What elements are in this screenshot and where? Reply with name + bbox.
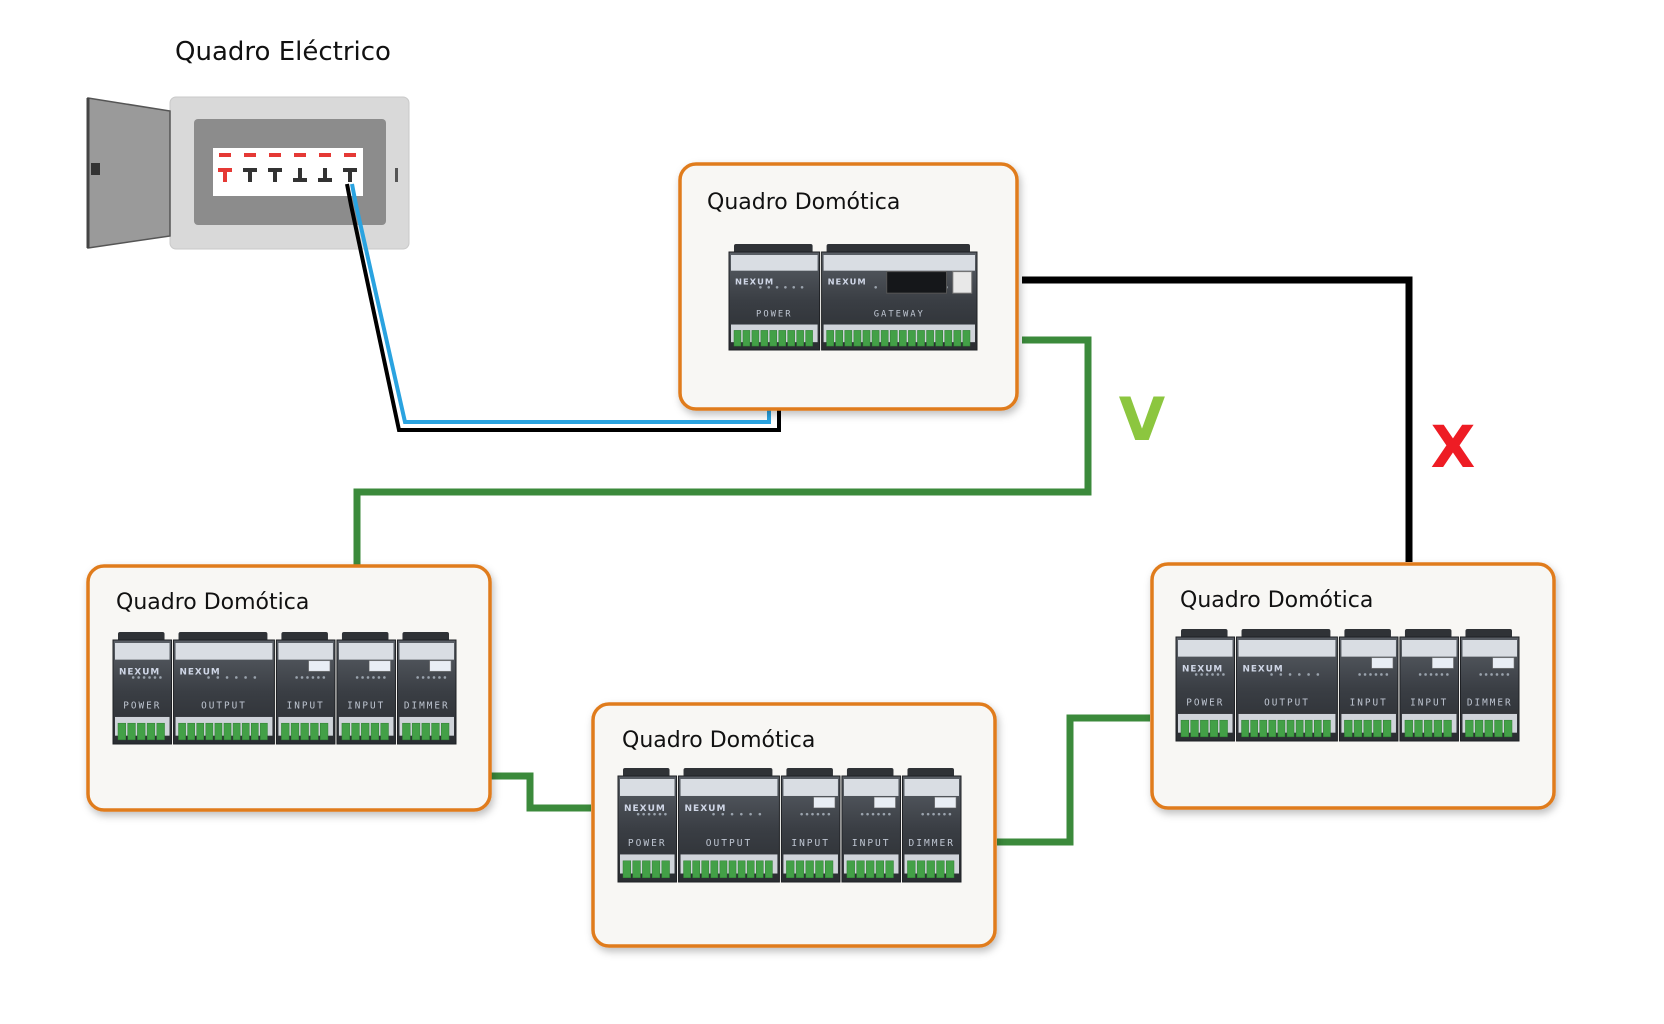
panel-title: Quadro Domótica [622,728,815,753]
module-input: INPUT [275,632,336,745]
module-label: OUTPUT [201,701,247,712]
breaker-handle-icon [218,168,232,182]
module-label: INPUT [791,838,830,849]
panel-title: Quadro Domótica [1180,588,1373,613]
bus-wire-black [1022,276,1413,562]
module-label: DIMMER [909,838,955,849]
module-label: INPUT [852,838,891,849]
breaker-rail [213,148,363,196]
module-gateway: NEXUM GATEWAY [821,244,978,351]
module-power: NEXUM POWER [112,632,173,745]
module-output: NEXUM OUTPUT [678,768,780,883]
module-label: POWER [123,701,161,712]
module-label: DIMMER [404,701,450,712]
module-dimmer: DIMMER [1459,629,1520,742]
bus-wire-green-top [353,336,1092,567]
module-input: INPUT [780,768,841,883]
module-label: INPUT [1410,698,1448,709]
breaker-row [218,153,357,182]
module-dimmer: DIMMER [396,632,457,745]
brand-logo: NEXUM [1243,664,1284,674]
domotica-panel-gateway: Quadro Domótica NEXUM POWER NEXUM GATEWAY [678,162,1019,411]
electrical-panel: Quadro Eléctrico [86,37,410,250]
module-output: NEXUM OUTPUT [173,632,275,745]
module-label: POWER [756,310,793,320]
breaker-handle-icon [343,168,357,182]
bus-wire-green-left [490,772,591,812]
device-rail: NEXUM POWER NEXUM GATEWAY [728,244,978,351]
module-label: INPUT [287,701,325,712]
module-label: POWER [628,838,667,849]
domotica-panel-right: Quadro Domótica NEXUM POWER NEXUM OUTPUT INP… [1150,562,1556,810]
brand-logo: NEXUM [1182,664,1223,674]
module-label: INPUT [1350,698,1388,709]
module-power: NEXUM POWER [728,244,821,351]
breaker-handle-icon [293,168,307,182]
module-label: OUTPUT [706,838,752,849]
module-dimmer: DIMMER [901,768,962,883]
module-power: NEXUM POWER [1175,629,1236,742]
domotica-panel-left: Quadro Domótica NEXUM POWER NEXUM OUTPUT INP… [86,564,492,812]
device-rail: NEXUM POWER NEXUM OUTPUT INPUT INPUT DIMMER [617,768,962,883]
brand-logo: NEXUM [735,276,774,286]
device-rail: NEXUM POWER NEXUM OUTPUT INPUT INPUT DIMMER [112,632,457,745]
panel-title: Quadro Domótica [707,190,900,215]
panel-title: Quadro Domótica [116,590,309,615]
correct-check-mark: V [1119,385,1166,455]
module-label: POWER [1186,698,1224,709]
panel-door [87,97,171,249]
brand-logo: NEXUM [828,276,867,286]
module-input: INPUT [336,632,396,745]
wires [345,183,1413,846]
electrical-panel-title: Quadro Eléctrico [175,37,391,67]
module-input: INPUT [1338,629,1399,742]
module-input: INPUT [841,768,901,883]
bus-wire-green-right [997,714,1150,846]
module-label: DIMMER [1467,698,1513,709]
module-label: INPUT [347,701,385,712]
module-input: INPUT [1399,629,1459,742]
module-output: NEXUM OUTPUT [1236,629,1338,742]
module-label: GATEWAY [874,310,925,320]
breaker-handle-icon [243,168,257,182]
brand-logo: NEXUM [180,667,221,677]
brand-logo: NEXUM [119,667,160,677]
module-power: NEXUM POWER [617,768,678,883]
breaker-handle-icon [268,168,282,182]
wrong-cross-mark: X [1431,413,1476,481]
breaker-handle-icon [318,168,332,182]
module-label: OUTPUT [1264,698,1310,709]
device-rail: NEXUM POWER NEXUM OUTPUT INPUT INPUT DIMMER [1175,629,1520,742]
door-latch [91,163,100,175]
domotica-panel-middle: Quadro Domótica NEXUM POWER NEXUM OUTPUT INP… [591,702,997,948]
brand-logo: NEXUM [685,804,727,814]
brand-logo: NEXUM [624,804,666,814]
